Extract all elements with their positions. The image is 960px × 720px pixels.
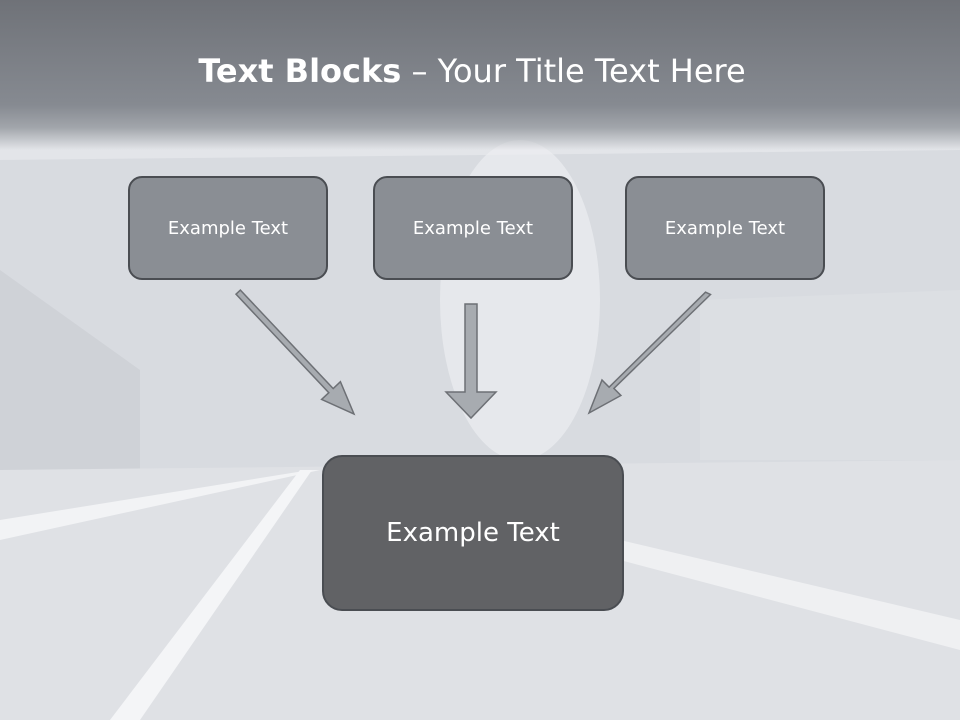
slide-title: Text Blocks – Your Title Text Here xyxy=(0,52,944,90)
arrow-right xyxy=(587,291,712,415)
title-bold: Text Blocks xyxy=(198,52,402,90)
title-rest: Your Title Text Here xyxy=(437,52,746,90)
text-block-target[interactable]: Example Text xyxy=(322,455,624,611)
arrow-center xyxy=(444,303,498,420)
title-bar xyxy=(0,0,960,150)
text-block-left[interactable]: Example Text xyxy=(128,176,328,280)
text-block-center[interactable]: Example Text xyxy=(373,176,573,280)
arrow-left xyxy=(234,289,356,416)
text-block-right[interactable]: Example Text xyxy=(625,176,825,280)
title-separator: – xyxy=(401,52,438,90)
